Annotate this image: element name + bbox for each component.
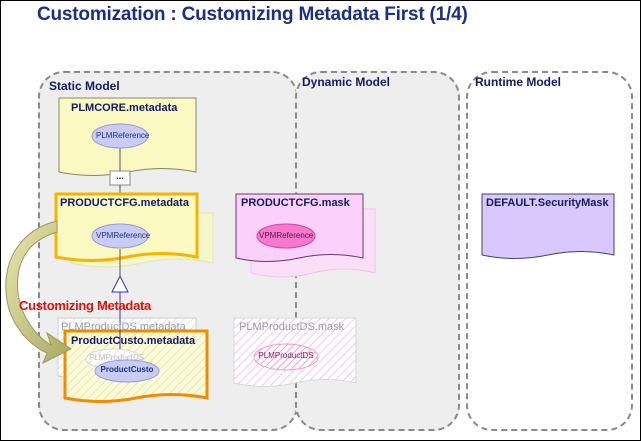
ellipsis-label: ... — [116, 171, 124, 181]
productcusto-metadata-label: ProductCusto.metadata — [71, 335, 196, 347]
plmreference-node — [91, 123, 149, 149]
productcfg-mask-label: PRODUCTCFG.mask — [241, 197, 350, 209]
customizing-curved-arrow — [5, 220, 72, 365]
inheritance-arrowhead — [111, 274, 129, 293]
default-mask-document-shape — [481, 193, 615, 259]
default-security-mask-label: DEFAULT.SecurityMask — [486, 197, 609, 209]
productcusto-node-label: ProductCusto — [100, 365, 154, 374]
plmproductds-mask-inner-node-label: PLMProductDS — [258, 351, 314, 360]
vpmreference-node-label: VPMReference — [96, 231, 151, 240]
plmproductds-metadata-label: PLMProductDS.metadata — [61, 321, 186, 333]
static-model-label: Static Model — [49, 79, 120, 93]
vpmreference-mask-node-label: VPMReference — [259, 231, 314, 240]
plmproductds-inner-node-label: PLMProductDS — [89, 353, 145, 362]
plmreference-node-label: PLMReference — [96, 131, 150, 140]
dynamic-model-label: Dynamic Model — [302, 75, 391, 89]
plmcore-metadata-label: PLMCORE.metadata — [71, 102, 178, 114]
plmproductds-mask-label: PLMProductDS.mask — [239, 321, 345, 333]
plmproductds-mask-inner-node — [253, 343, 319, 371]
productcusto-node — [94, 359, 160, 383]
customizing-metadata-label: Customizing Metadata — [19, 298, 151, 313]
vpmreference-node — [91, 223, 149, 249]
runtime-model-label: Runtime Model — [475, 75, 561, 89]
slide-title: Customization : Customizing Metadata Fir… — [37, 4, 468, 25]
productcfg-metadata-label: PRODUCTCFG.metadata — [60, 197, 189, 209]
vpmreference-mask-node — [256, 223, 316, 249]
